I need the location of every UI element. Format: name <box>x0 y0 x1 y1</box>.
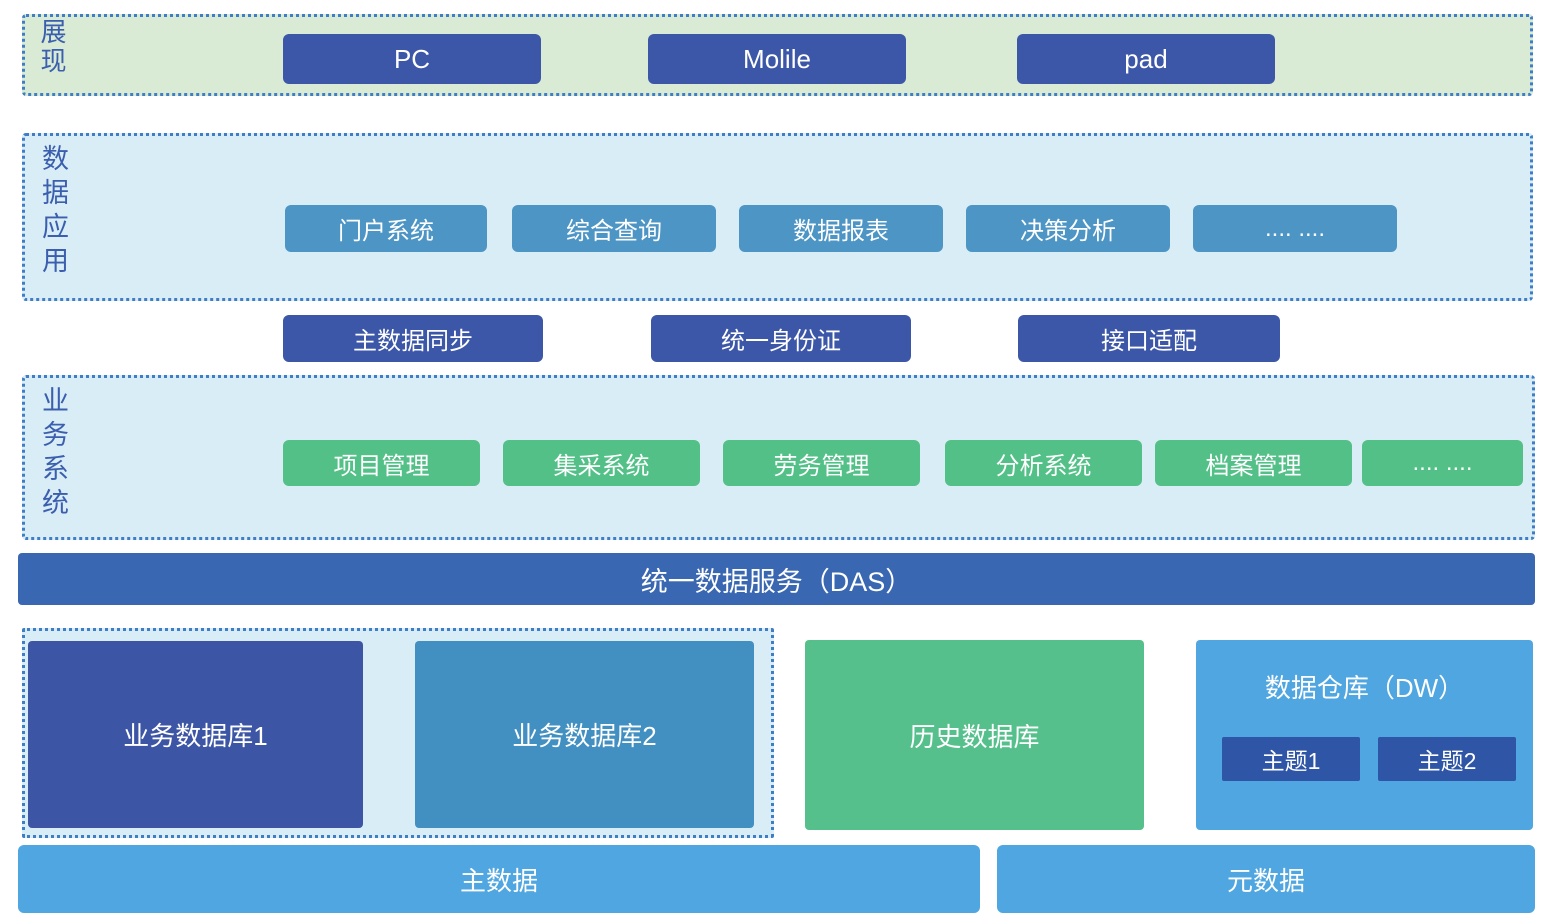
integration-block-interface-adapter: 接口适配 <box>1018 315 1280 362</box>
business-block-labor-mgmt: 劳务管理 <box>723 440 920 486</box>
data-app-block-decision: 决策分析 <box>966 205 1170 252</box>
data-warehouse-topic-2: 主题2 <box>1378 737 1516 781</box>
master-data-bar: 主数据 <box>18 845 980 913</box>
business-database-2: 业务数据库2 <box>415 641 754 828</box>
presentation-block-pc: PC <box>283 34 541 84</box>
das-service-bar: 统一数据服务（DAS） <box>18 553 1535 605</box>
meta-data-bar: 元数据 <box>997 845 1535 913</box>
presentation-layer-label: 展现 <box>37 18 67 76</box>
data-app-block-query: 综合查询 <box>512 205 716 252</box>
business-block-analysis: 分析系统 <box>945 440 1142 486</box>
data-app-block-portal: 门户系统 <box>285 205 487 252</box>
business-systems-layer-label: 业务系统 <box>38 386 68 522</box>
presentation-block-mobile: Molile <box>648 34 906 84</box>
data-app-block-report: 数据报表 <box>739 205 943 252</box>
history-database: 历史数据库 <box>805 640 1144 830</box>
business-block-project-mgmt: 项目管理 <box>283 440 480 486</box>
business-database-1: 业务数据库1 <box>28 641 363 828</box>
integration-block-master-data-sync: 主数据同步 <box>283 315 543 362</box>
data-app-block-ellipsis: .... .... <box>1193 205 1397 252</box>
business-block-archive-mgmt: 档案管理 <box>1155 440 1352 486</box>
data-warehouse-title: 数据仓库（DW） <box>1264 673 1465 703</box>
data-application-layer-label: 数据应用 <box>38 144 68 280</box>
business-block-ellipsis: .... .... <box>1362 440 1523 486</box>
data-warehouse-box: 数据仓库（DW） 主题1 主题2 <box>1196 640 1533 830</box>
presentation-block-pad: pad <box>1017 34 1275 84</box>
data-warehouse-topic-1: 主题1 <box>1222 737 1360 781</box>
business-block-procurement: 集采系统 <box>503 440 700 486</box>
integration-block-unified-identity: 统一身份证 <box>651 315 911 362</box>
